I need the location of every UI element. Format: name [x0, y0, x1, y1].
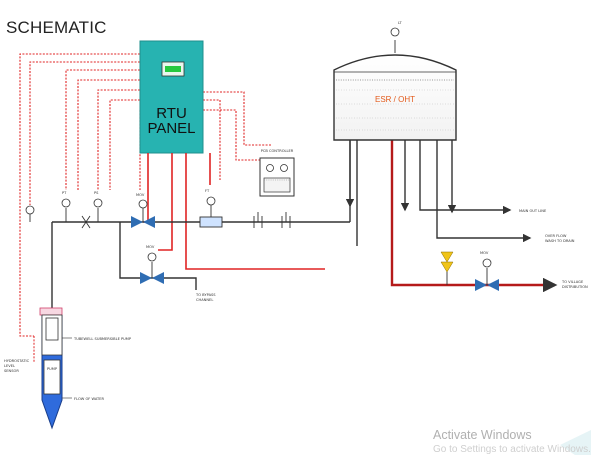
pressure-switch-tag: PS: [94, 191, 99, 195]
esr-oht-tank: ESR / OHT LT: [333, 21, 457, 141]
level-gauge-left: [25, 205, 35, 222]
valve-main-tag: MOV: [136, 193, 145, 197]
panel-display-screen: [165, 66, 181, 72]
pcb-motor-icon-2: [280, 164, 288, 172]
valve-outlet-actuator-icon: [482, 258, 492, 268]
valve-bypass-tag: MOV: [146, 245, 155, 249]
level-gauge-left-icon: [25, 205, 35, 215]
pressure-gauge-icon: [61, 198, 71, 208]
check-valve: [81, 215, 91, 229]
pressure-switch-icon: [93, 198, 103, 208]
pressure-gauge: PT: [61, 191, 71, 222]
submersible-pump-body: [43, 359, 61, 395]
tank-outlet-pipe: [390, 140, 558, 293]
valve-main: MOV: [131, 193, 155, 228]
tank-level-sensor-icon: [390, 27, 400, 37]
pipe-network: [51, 140, 532, 310]
signal-lines-solid: [143, 153, 325, 270]
submersible-pump-label: TUBEWELL SUBMERSIBLE PUMP: [73, 337, 132, 341]
level-sensor-label: HYDROSTATIC: [4, 359, 30, 363]
level-sensor-label-3: SENSOR: [4, 369, 19, 373]
flow-of-water-label: FLOW OF WATER: [74, 397, 105, 401]
pcb-controller-label: PCB CONTROLLER: [261, 149, 294, 153]
rtu-panel: RTU PANEL: [139, 40, 204, 154]
valve-bypass: MOV: [140, 245, 164, 284]
valve-main-actuator-icon: [138, 199, 148, 209]
level-sensor-label-2: LEVEL: [4, 364, 15, 368]
rtu-panel-label-1: RTU: [156, 105, 187, 122]
to-bypass-label-2: CHANNEL: [196, 298, 213, 302]
overflow-label-2: WASH TO DRAIN: [545, 239, 575, 243]
inline-valves: [253, 212, 291, 228]
flow-meter-icon: [206, 196, 216, 206]
to-village-label-2: DISTRIBUTION: [562, 285, 588, 289]
valve-outlet: MOV: [475, 251, 499, 291]
to-village-label: TO VILLAGE: [561, 280, 584, 284]
pressure-switch: PS: [93, 191, 103, 222]
to-bypass-label: TO BYPASS: [195, 293, 216, 297]
page-title: SCHEMATIC: [6, 18, 107, 37]
flow-meter-tag: FT: [205, 189, 210, 193]
pcb-controller: PCB CONTROLLER: [259, 149, 295, 197]
corner-decoration: [560, 430, 591, 455]
outlet-level-sensor: [440, 251, 454, 285]
rtu-panel-label-2: PANEL: [147, 120, 195, 137]
borewell: PUMP: [39, 307, 72, 430]
pump-motor-label: PUMP: [47, 367, 58, 371]
pcb-motor-icon-1: [266, 164, 274, 172]
valve-outlet-tag: MOV: [480, 251, 489, 255]
valve-bypass-actuator-icon: [147, 252, 157, 262]
watermark-line-2: Go to Settings to activate Windows.: [433, 444, 591, 455]
main-out-line-label: MAIN OUT LINE: [519, 209, 547, 213]
watermark-line-1: Activate Windows: [433, 428, 532, 442]
tank-sensor-tag: LT: [398, 21, 403, 25]
signal-lines-dotted: [19, 53, 272, 337]
flow-meter-body: [199, 216, 223, 228]
overflow-label: OVER FLOW: [545, 234, 567, 238]
flow-meter: FT: [199, 189, 223, 228]
pressure-gauge-tag: PT: [62, 191, 67, 195]
tank-label: ESR / OHT: [375, 95, 415, 104]
